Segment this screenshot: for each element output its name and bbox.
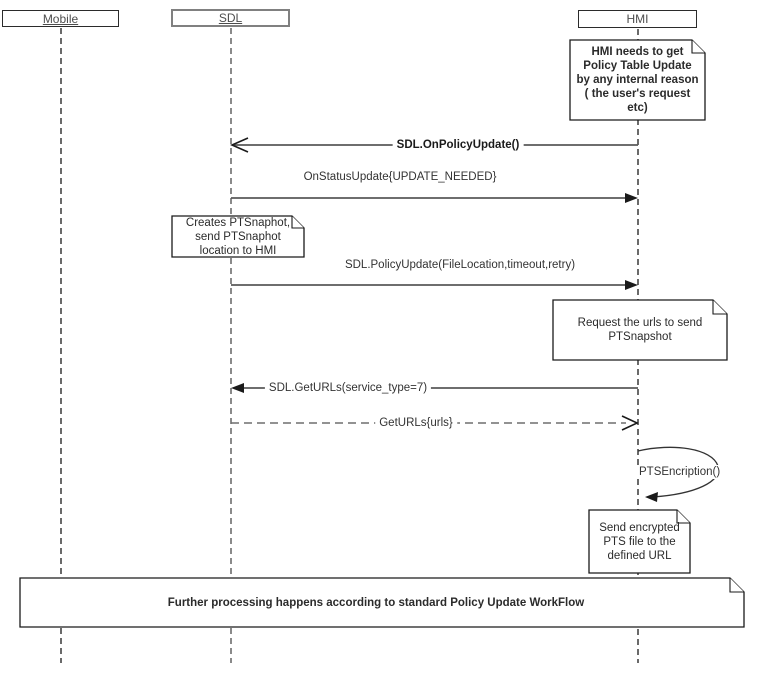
note-send-encrypted: Send encrypted PTS file to the defined U…: [599, 521, 680, 562]
note-shape-further-processing: [19, 577, 745, 628]
note-further-processing: Further processing happens according to …: [167, 596, 585, 609]
participant-mobile: Mobile: [2, 10, 119, 27]
note-creates-ptsnapshot: Creates PTSnaphot, send PTSnaphot locati…: [185, 216, 291, 257]
note-hmi-needs: HMI needs to get Policy Table Update by …: [576, 46, 699, 114]
message-label-geturls-response: GetURLs{urls}: [375, 416, 457, 430]
filled-arrowhead-icon: [231, 383, 244, 393]
note-request-urls: Request the urls to send PTSnapshot: [577, 317, 703, 343]
note-shape-hmi-needs: [569, 39, 706, 121]
participant-hmi: HMI: [578, 10, 697, 28]
lifelines: [60, 28, 639, 663]
message-label-onpolicyupdate: SDL.OnPolicyUpdate(): [392, 138, 524, 152]
note-shape-creates-ptsnapshot: [171, 215, 305, 258]
participant-mobile-label: Mobile: [42, 11, 79, 26]
message-label-ptsencription: PTSEncription(): [637, 465, 723, 479]
participant-sdl: SDL: [171, 9, 290, 27]
filled-arrowhead-icon: [625, 280, 638, 290]
note-fold-icon: [712, 300, 727, 315]
note-shape-request-urls: [552, 299, 728, 361]
participant-hmi-label: HMI: [626, 12, 649, 26]
note-fold-icon: [691, 40, 705, 54]
note-shapes: [19, 39, 745, 628]
open-arrowhead-icon: [621, 415, 639, 431]
message-label-policyupdate: SDL.PolicyUpdate(FileLocation,timeout,re…: [344, 259, 576, 271]
note-fold-icon: [291, 216, 304, 229]
note-fold-icon: [729, 578, 744, 593]
message-label-geturls-request: SDL.GetURLs(service_type=7): [264, 381, 432, 395]
open-arrowhead-icon: [230, 137, 249, 153]
filled-arrowhead-icon: [645, 492, 658, 502]
note-fold-icon: [676, 510, 690, 524]
filled-arrowhead-icon: [625, 193, 638, 203]
note-shape-send-encrypted: [588, 509, 691, 574]
participant-sdl-label: SDL: [218, 11, 243, 25]
message-label-onstatusupdate: OnStatusUpdate{UPDATE_NEEDED}: [303, 171, 497, 183]
